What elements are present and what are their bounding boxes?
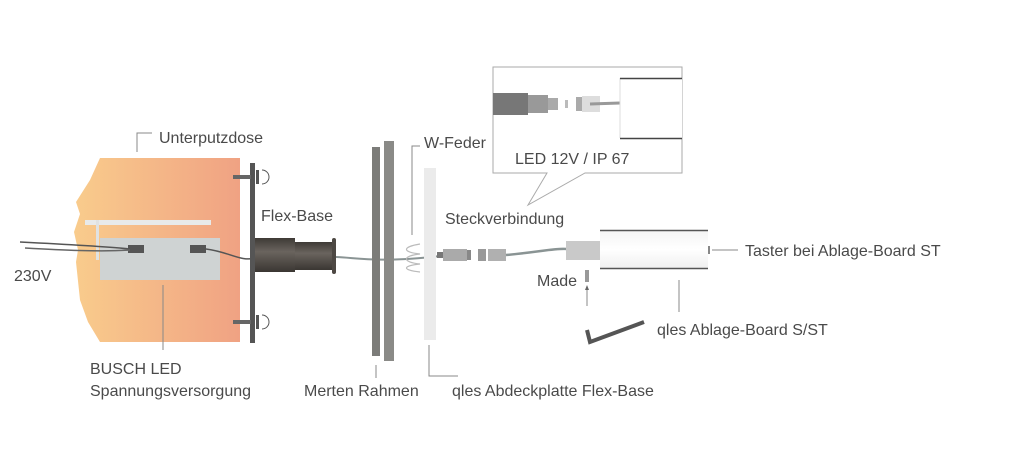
label-abdeckplatte: qles Abdeckplatte Flex-Base	[452, 383, 654, 400]
label-w-feder: W-Feder	[424, 135, 487, 152]
led-power-supply	[100, 238, 220, 280]
label-unterputzdose: Unterputzdose	[159, 130, 263, 147]
board-sleeve	[566, 241, 600, 260]
label-steckverbindung: Steckverbindung	[445, 211, 564, 228]
cover-plate	[424, 168, 436, 340]
hex-key-icon	[585, 320, 645, 345]
ablage-board	[600, 230, 708, 269]
merten-frame-outer	[384, 141, 394, 361]
flex-base-plate	[250, 163, 255, 343]
label-merten-rahmen: Merten Rahmen	[304, 383, 419, 400]
plug-connector	[437, 247, 568, 261]
label-led-spec: LED 12V / IP 67	[515, 151, 630, 168]
merten-frame-inner	[372, 147, 380, 356]
flush-box	[74, 158, 240, 342]
taster-button	[708, 246, 710, 254]
screw-top-icon	[233, 169, 270, 185]
label-busch-led: BUSCH LED	[90, 361, 182, 378]
label-taster: Taster bei Ablage-Board ST	[745, 243, 941, 260]
label-230v: 230V	[14, 268, 52, 285]
flex-base-sleeve	[255, 238, 295, 272]
label-flex-base: Flex-Base	[261, 208, 333, 225]
callout-detail	[492, 66, 683, 207]
mounting-rail	[85, 220, 211, 225]
label-ablage-board: qles Ablage-Board S/ST	[657, 322, 828, 339]
label-spannungsversorgung: Spannungsversorgung	[90, 383, 251, 400]
screw-bottom-icon	[233, 314, 270, 330]
w-spring-icon	[405, 243, 421, 273]
label-made: Made	[537, 273, 577, 290]
set-screw-icon	[585, 270, 589, 282]
